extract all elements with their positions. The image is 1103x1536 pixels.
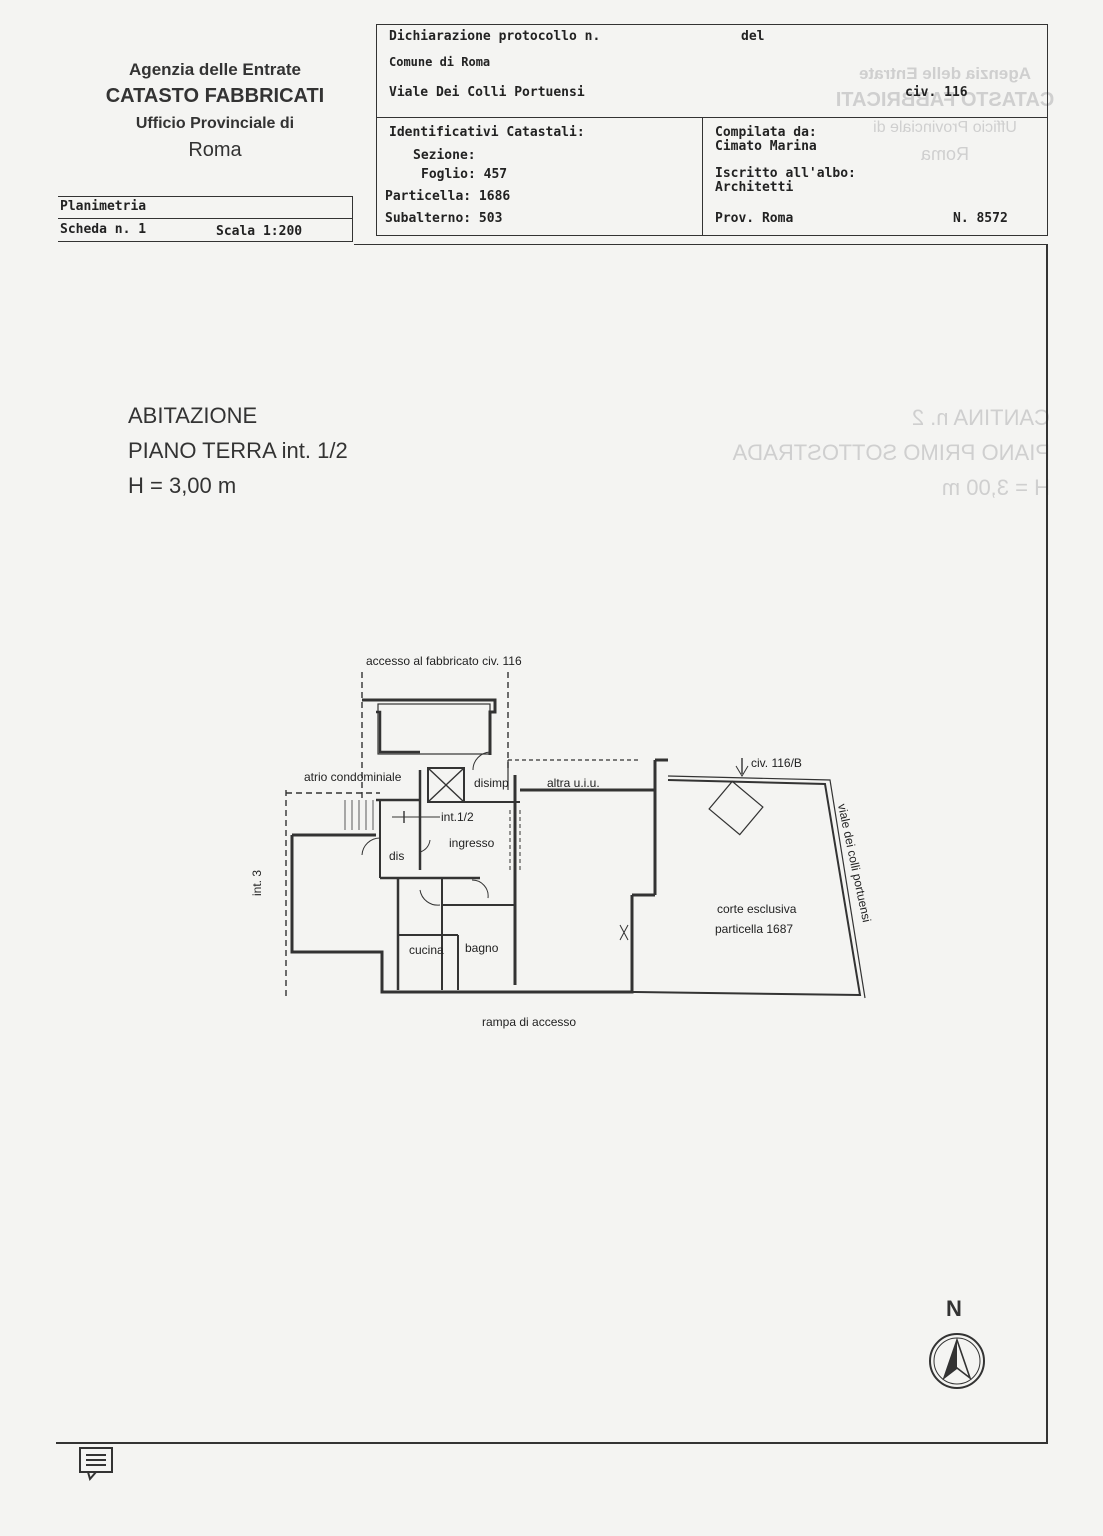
label-particella: particella 1687: [715, 922, 794, 936]
ufficio-label: Ufficio Provinciale di: [135, 115, 295, 132]
comune-label: Comune di Roma: [389, 55, 491, 69]
frame-right: [1046, 244, 1048, 1444]
label-int3: int. 3: [250, 869, 265, 897]
comment-icon[interactable]: [78, 1446, 116, 1482]
agency-header: Agenzia delle Entrate CATASTO FABBRICATI…: [60, 56, 370, 164]
declaration-box: Dichiarazione protocollo n. del Comune d…: [376, 24, 1048, 236]
identifiers-title: Identificativi Catastali:: [389, 125, 585, 140]
north-compass-icon: [929, 1333, 985, 1389]
label-disimp: disimp: [474, 776, 509, 790]
prov-label: Prov. Roma: [715, 211, 794, 226]
label-accesso: accesso al fabbricato civ. 116: [366, 654, 522, 668]
label-cucina: cucina: [409, 943, 444, 957]
scala-label: Scala 1:200: [216, 224, 303, 239]
plan-title: ABITAZIONE PIANO TERRA int. 1/2 H = 3,00…: [128, 398, 348, 503]
scheda-label: Scheda n. 1: [60, 222, 147, 237]
planimetria-label: Planimetria: [60, 199, 147, 214]
del-label: del: [741, 29, 765, 44]
compiler-name: Cimato Marina: [715, 139, 817, 154]
protocol-label: Dichiarazione protocollo n.: [389, 29, 601, 44]
label-rampa: rampa di accesso: [482, 1015, 577, 1029]
sezione-label: Sezione:: [413, 148, 476, 163]
civ-label: civ. 116: [905, 85, 968, 100]
label-corte: corte esclusiva: [717, 902, 797, 916]
label-dis: dis: [389, 849, 405, 863]
catasto-title: CATASTO FABBRICATI: [105, 85, 325, 107]
frame-bottom: [56, 1442, 1048, 1444]
foglio-label: Foglio: 457: [421, 167, 508, 182]
plan-title-1: ABITAZIONE: [128, 403, 258, 428]
albo-number: N. 8572: [953, 211, 1008, 226]
doc-type-box: Planimetria Scheda n. 1 Scala 1:200: [58, 196, 353, 242]
north-letter: N: [946, 1296, 962, 1321]
plan-title-3: H = 3,00 m: [128, 473, 237, 498]
label-atrio: atrio condominiale: [304, 770, 402, 784]
albo-label: Architetti: [715, 180, 794, 195]
label-altra: altra u.i.u.: [547, 776, 600, 790]
plan-title-2: PIANO TERRA int. 1/2: [128, 438, 348, 463]
iscritto-label: Iscritto all'albo:: [715, 166, 856, 181]
ufficio-city: Roma: [188, 139, 242, 161]
frame-top: [354, 244, 1048, 246]
agency-name: Agenzia delle Entrate: [129, 60, 301, 79]
label-ingresso: ingresso: [449, 836, 495, 850]
label-bagno: bagno: [465, 941, 499, 955]
label-int12: int.1/2: [441, 810, 474, 824]
particella-label: Particella: 1686: [385, 189, 511, 204]
subalterno-label: Subalterno: 503: [385, 211, 503, 226]
address-label: Viale Dei Colli Portuensi: [389, 85, 585, 100]
compilata-label: Compilata da:: [715, 125, 817, 140]
label-civ116b: civ. 116/B: [751, 756, 802, 770]
